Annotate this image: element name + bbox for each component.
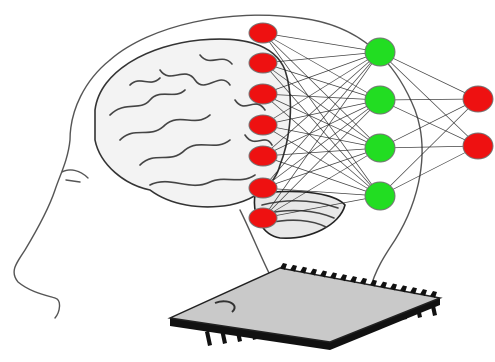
- connection-input-7-hidden-3: [262, 147, 381, 219]
- connection-hidden-1-output-2: [379, 51, 479, 147]
- connection-input-2-hidden-3: [262, 62, 381, 149]
- connection-input-3-hidden-1: [262, 51, 381, 95]
- chip-back-pin-8: [350, 276, 357, 284]
- connection-input-5-hidden-3: [262, 147, 381, 157]
- input-node-5: [248, 145, 278, 167]
- connection-input-2-hidden-2: [262, 62, 381, 101]
- connection-input-5-hidden-1: [262, 51, 381, 157]
- connection-input-6-hidden-2: [262, 99, 381, 189]
- input-node-6: [248, 177, 278, 199]
- chip-back-pin-5: [320, 270, 327, 278]
- chip-back-pin-11: [380, 281, 387, 289]
- connection-input-7-hidden-2: [262, 99, 381, 219]
- microchip-icon: [167, 263, 443, 350]
- connection-input-4-hidden-1: [262, 51, 381, 126]
- ear-line: [239, 209, 271, 276]
- connection-input-5-hidden-2: [262, 99, 381, 157]
- chip-pins-back: [280, 263, 437, 298]
- chip-back-pin-16: [430, 291, 437, 298]
- network-connections: [262, 32, 479, 219]
- chip-back-pin-7: [340, 274, 347, 282]
- input-node-3: [248, 83, 278, 105]
- chip-back-pin-3: [300, 266, 307, 274]
- connection-hidden-3-output-1: [379, 98, 479, 149]
- input-node-7: [248, 207, 278, 229]
- connection-input-7-hidden-1: [262, 51, 381, 219]
- connection-hidden-1-output-1: [379, 51, 479, 100]
- chip-notch: [214, 300, 236, 313]
- network-nodes: [248, 22, 494, 229]
- head-profile-line: [109, 14, 423, 291]
- connection-input-1-hidden-4: [262, 32, 381, 197]
- connection-input-3-hidden-4: [262, 93, 381, 197]
- chip-back-pin-9: [360, 277, 367, 285]
- chip-body-side: [170, 298, 440, 350]
- connection-hidden-2-output-2: [379, 99, 479, 147]
- connection-hidden-4-output-2: [379, 145, 479, 197]
- chip-back-pin-6: [330, 272, 337, 280]
- chip-back-pin-14: [410, 287, 417, 295]
- chip-back-pin-1: [280, 263, 287, 270]
- chip-back-pin-10: [370, 279, 377, 287]
- brain-icon: [94, 38, 346, 239]
- connection-hidden-3-output-2: [379, 145, 479, 149]
- input-node-1: [248, 22, 278, 44]
- connection-input-1-hidden-3: [262, 32, 381, 149]
- chip-back-pin-15: [420, 289, 427, 297]
- connection-input-6-hidden-3: [262, 147, 381, 189]
- input-node-4: [248, 114, 278, 136]
- output-node-2: [462, 132, 494, 160]
- hidden-node-1: [364, 37, 396, 67]
- connection-input-5-hidden-4: [262, 155, 381, 197]
- output-node-1: [462, 85, 494, 113]
- connection-input-1-hidden-1: [262, 32, 381, 53]
- chip-back-pin-2: [290, 264, 297, 272]
- connection-input-1-hidden-2: [262, 32, 381, 101]
- chip-front-pin-1: [205, 331, 212, 346]
- connection-input-2-hidden-1: [262, 51, 381, 64]
- connection-input-3-hidden-2: [262, 93, 381, 101]
- connection-input-6-hidden-4: [262, 187, 381, 197]
- hidden-node-4: [364, 181, 396, 211]
- head-outline-icon: [13, 14, 423, 319]
- hidden-node-2: [364, 85, 396, 115]
- connection-input-7-hidden-4: [262, 195, 381, 219]
- chip-back-pin-12: [390, 283, 397, 291]
- connection-input-6-hidden-1: [262, 51, 381, 189]
- connection-input-4-hidden-4: [262, 124, 381, 197]
- connection-hidden-2-output-1: [379, 98, 479, 101]
- chip-back-pin-13: [400, 285, 407, 293]
- chip-body-top: [167, 267, 443, 343]
- connection-input-3-hidden-3: [262, 93, 381, 149]
- hidden-node-3: [364, 133, 396, 163]
- connection-hidden-4-output-1: [379, 98, 479, 197]
- connection-input-4-hidden-2: [262, 99, 381, 126]
- eye-line: [61, 169, 89, 183]
- chip-back-pin-4: [310, 268, 317, 276]
- face-profile-line: [13, 59, 111, 319]
- brain-folds: [109, 54, 273, 187]
- connection-input-4-hidden-3: [262, 124, 381, 149]
- connection-input-2-hidden-4: [262, 62, 381, 197]
- input-node-2: [248, 52, 278, 74]
